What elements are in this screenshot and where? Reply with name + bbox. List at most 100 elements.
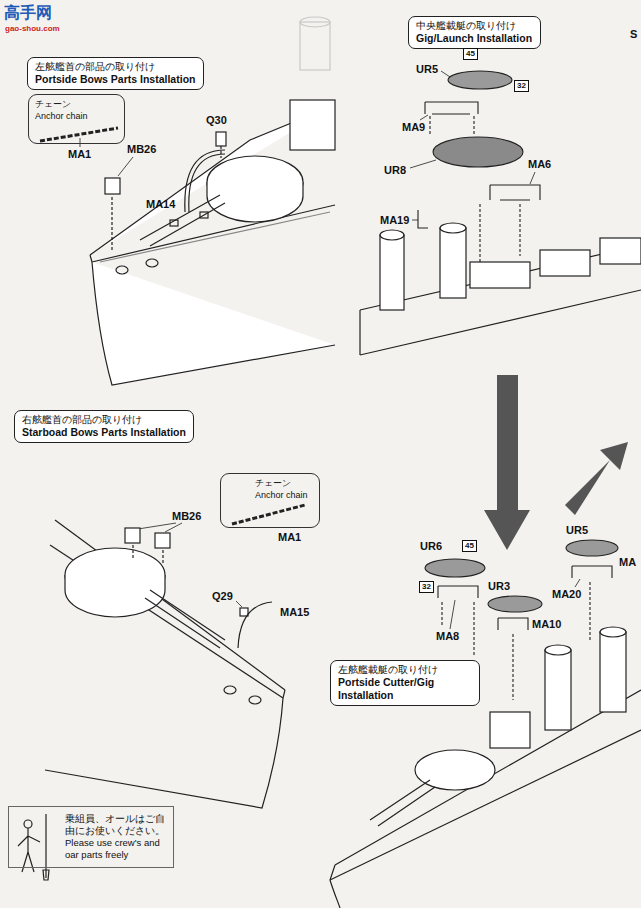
part-number: MA8 [436,630,459,642]
ship-midship-drawing [470,262,530,288]
leader-line [412,220,418,221]
leader-line [530,172,535,184]
ship-hull-drawing [600,627,626,637]
step-title: 左舷艦首の部品の取り付けPortside Bows Parts Installa… [27,57,204,90]
part-number: Q30 [206,114,227,126]
boat-parts [448,71,512,89]
ship-bow-drawing [170,220,178,226]
boat-parts [438,586,478,598]
ship-bow-drawing [92,205,335,262]
ship-bow-drawing [240,608,248,616]
anchor-chain [232,505,305,524]
ship-bow-drawing [224,686,236,694]
boat-parts [490,185,540,200]
caption-text: Portside Cutter/Gig Installation [338,676,472,702]
watermark: 高手网 [4,4,52,22]
leader-line [80,71,580,629]
faint-funnel [300,17,330,70]
ship-bow-drawing [90,100,335,385]
step-title: 中央艦載艇の取り付けGig/Launch Installation [408,16,541,49]
leader-line [441,71,450,77]
leader-line [118,157,133,176]
boat-parts [418,210,428,228]
ship-midship-drawing [440,223,466,233]
part-count-box: 32 [514,80,529,92]
faint-funnel [300,17,330,27]
anchor-chain [40,128,118,141]
ship-midship-drawing [380,235,404,310]
ship-bow-drawing [283,690,285,698]
boat-parts [498,618,528,630]
caption-text: Gig/Launch Installation [416,32,533,45]
boat-parts [433,137,523,167]
ship-bow-drawing [111,197,112,250]
watermark: gao-shou.com [5,24,60,33]
part-number: MA [619,556,636,568]
ship-bow-drawing [146,259,158,267]
caption-text: Starboad Bows Parts Installation [22,426,186,439]
ship-midship-drawing [440,228,466,298]
leader-line [420,115,428,120]
chain-inset: チェーンAnchor chain [220,473,320,528]
leader-line [80,138,81,147]
ship-bow-drawing [116,266,128,274]
ship-hull-drawing [330,730,641,880]
chain-inset: チェーンAnchor chain [28,94,125,144]
caption-text: 中央艦載艇の取り付け [416,19,533,32]
step-arrow [484,375,530,550]
ship-bow-drawing [45,698,283,808]
ship-bow-drawing [140,195,225,246]
ship-hull-drawing [335,690,641,865]
part-number: MA1 [68,148,91,160]
part-number: MA19 [380,214,409,226]
ship-hull-drawing [330,865,340,908]
faint-funnel [300,22,330,70]
ship-bow-drawing [92,262,335,385]
ship-bow-drawing [65,575,165,617]
ship-bow-drawing [200,212,208,218]
ship-bow-drawing [290,100,335,150]
caption-text: Anchor chain [35,110,118,122]
ship-midship-drawing [540,250,590,276]
part-number: MA10 [532,618,561,630]
caption-text: チェーン [35,98,118,110]
ship-midship-drawing [380,230,404,240]
ship-hull-drawing [415,750,495,790]
caption-text: 乗組員、オールはご自由にお使いください。 [65,813,168,837]
note-box: 乗組員、オールはご自由にお使いください。Please use crew's an… [8,806,174,868]
ship-bow-drawing [249,696,261,704]
part-count-box: 45 [463,48,478,60]
part-number: MA6 [528,158,551,170]
boat-parts [425,102,478,114]
part-number: MA1 [278,531,301,543]
caption-text: Please use crew's and oar parts freely [65,837,168,861]
ship-hull-drawing [545,645,571,655]
caption-text: Anchor chain [255,489,313,501]
part-number: UR3 [488,580,510,592]
part-number: MA20 [552,588,581,600]
part-number: UR8 [384,164,406,176]
caption-text: 左舷艦載艇の取り付け [338,663,472,676]
part-count: 32 [517,81,526,91]
step-title: 右舷艦首の部品の取り付けStarboad Bows Parts Installa… [14,410,194,443]
ship-hull-drawing [330,627,641,908]
caption-text: 左舷艦首の部品の取り付け [35,60,196,73]
part-count: 32 [422,582,431,592]
caption-text: 右舷艦首の部品の取り付け [22,413,186,426]
ship-bow-drawing [45,520,285,808]
crew-figure [18,814,49,880]
boat-parts [488,596,542,612]
boat-parts [480,204,520,262]
ship-bow-drawing [105,178,120,194]
ship-bow-drawing [189,154,225,212]
ship-hull-drawing [370,780,435,826]
ship-midship-drawing [359,310,360,355]
part-number: UR5 [416,63,438,75]
ship-bow-drawing [220,146,221,158]
leader-line [138,523,176,529]
caption-text: チェーン [255,477,313,489]
boat-parts [572,566,612,578]
part-number: MB26 [127,143,156,155]
part-number: Q29 [212,590,233,602]
ship-bow-drawing [185,150,225,212]
